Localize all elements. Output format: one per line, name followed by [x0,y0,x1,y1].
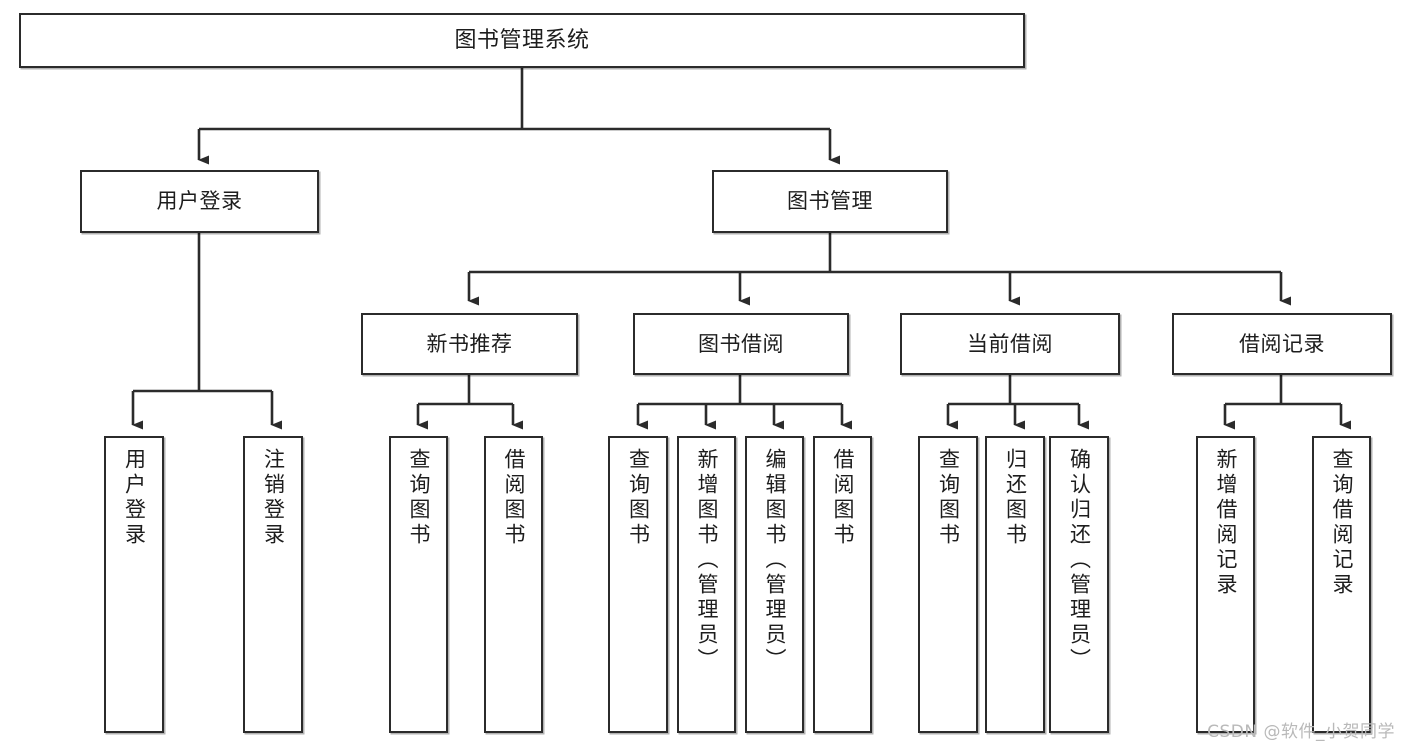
node-user-login[interactable]: 用户登录 [80,170,319,233]
leaf-current-borrow-return-book[interactable]: 归还图书 [985,436,1045,733]
leaf-borrow-record-query-record[interactable]: 查询借阅记录 [1312,436,1371,733]
node-label: 当前借阅 [967,331,1053,356]
leaf-new-book-borrow-book[interactable]: 借阅图书 [484,436,543,733]
leaf-current-borrow-query-book[interactable]: 查询图书 [918,436,978,733]
leaf-current-borrow-confirm-return-admin[interactable]: 确认归还（管理员） [1049,436,1109,733]
node-book-borrow[interactable]: 图书借阅 [633,313,849,375]
node-label: 编辑图书（管理员） [763,448,787,673]
leaf-user-login-login[interactable]: 用户登录 [104,436,164,733]
leaf-book-borrow-borrow-book[interactable]: 借阅图书 [813,436,872,733]
leaf-book-borrow-query-book[interactable]: 查询图书 [608,436,668,733]
node-label: 图书管理 [787,189,873,214]
node-label: 用户登录 [156,189,243,214]
node-label: 新书推荐 [426,331,513,356]
csdn-watermark: CSDN @软件_小贺同学 [1207,722,1395,742]
leaf-book-borrow-edit-book-admin[interactable]: 编辑图书（管理员） [745,436,804,733]
leaf-book-borrow-add-book-admin[interactable]: 新增图书（管理员） [677,436,736,733]
leaf-borrow-record-add-record[interactable]: 新增借阅记录 [1196,436,1255,733]
node-label: 注销登录 [261,448,286,548]
node-borrow-record[interactable]: 借阅记录 [1172,313,1392,375]
node-label: 借阅图书 [831,448,855,548]
node-root-book-management-system[interactable]: 图书管理系统 [19,13,1025,68]
node-label: 用户登录 [122,448,147,548]
node-label: 新增图书（管理员） [695,448,719,673]
node-label: 借阅记录 [1239,331,1325,356]
leaf-user-login-logout[interactable]: 注销登录 [243,436,303,733]
node-label: 借阅图书 [502,448,526,548]
node-label: 查询图书 [936,448,961,548]
node-label: 图书借阅 [698,331,784,356]
node-book-management[interactable]: 图书管理 [712,170,948,233]
node-label: 图书管理系统 [454,27,590,53]
leaf-new-book-query-book[interactable]: 查询图书 [389,436,448,733]
node-label: 查询图书 [407,448,431,548]
node-label: 归还图书 [1003,448,1028,548]
node-label: 确认归还（管理员） [1067,448,1092,673]
node-label: 查询借阅记录 [1330,448,1354,598]
node-label: 新增借阅记录 [1214,448,1238,598]
node-current-borrow[interactable]: 当前借阅 [900,313,1120,375]
node-new-book-recommend[interactable]: 新书推荐 [361,313,578,375]
node-label: 查询图书 [626,448,651,548]
